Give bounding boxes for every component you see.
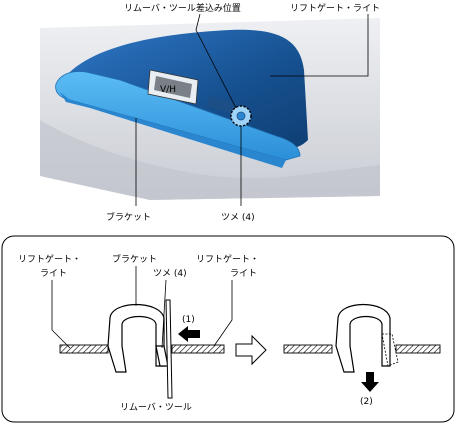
- label-remover-tool-insertion-position: リムーバ・ツール差込み位置: [124, 2, 241, 14]
- liftgate-light-panel-left-after: [283, 344, 333, 354]
- liftgate-light-panel-right: [171, 344, 225, 354]
- label-liftgate-light-right-line2: ライト: [230, 268, 257, 279]
- connector-glyph: V/H: [160, 85, 176, 95]
- leader-liftgate-light-top: [270, 14, 369, 77]
- liftgate-light-panel-left: [59, 344, 109, 354]
- liftgate-light-panel-right-after: [395, 344, 441, 354]
- bracket-clip-after: [335, 303, 391, 373]
- label-step2: (2): [360, 397, 373, 407]
- label-liftgate-light-right-line1: リフトゲート・: [196, 253, 259, 265]
- section-before: [59, 299, 225, 399]
- bracket-slot: [206, 96, 236, 114]
- leader-liftgate-light-right: [213, 280, 233, 347]
- label-liftgate-light-top: リフトゲート・ライト: [290, 2, 380, 14]
- bracket-side: [60, 92, 286, 168]
- transition-arrow: [235, 334, 267, 366]
- label-liftgate-light-left-line1: リフトゲート・: [18, 253, 81, 265]
- leader-claw-section: [161, 279, 167, 349]
- remover-tool: [165, 299, 173, 399]
- label-remover-tool: リムーバ・ツール: [120, 402, 192, 413]
- claw-original-position: [381, 333, 399, 367]
- label-liftgate-light-left-line2: ライト: [40, 268, 67, 279]
- label-claw-top: ツメ (4): [221, 213, 255, 223]
- label-bracket-top: ブラケット: [106, 211, 151, 223]
- bracket-connector-face: [154, 76, 192, 98]
- bracket-body: [55, 71, 301, 161]
- section-view-frame: [1, 235, 455, 423]
- push-arrow: [178, 326, 200, 342]
- pull-down-arrow: [361, 372, 379, 392]
- top-illustration: V/H: [40, 18, 380, 200]
- claw-center: [236, 111, 246, 121]
- leader-liftgate-light-left: [51, 280, 71, 349]
- leader-insertion-position: [195, 13, 237, 109]
- vehicle-body-shadow: [40, 120, 380, 200]
- label-claw-section: ツメ (4): [153, 269, 187, 279]
- section-after: [283, 303, 441, 392]
- label-step1: (1): [182, 315, 195, 325]
- label-bracket-section: ブラケット: [112, 253, 157, 265]
